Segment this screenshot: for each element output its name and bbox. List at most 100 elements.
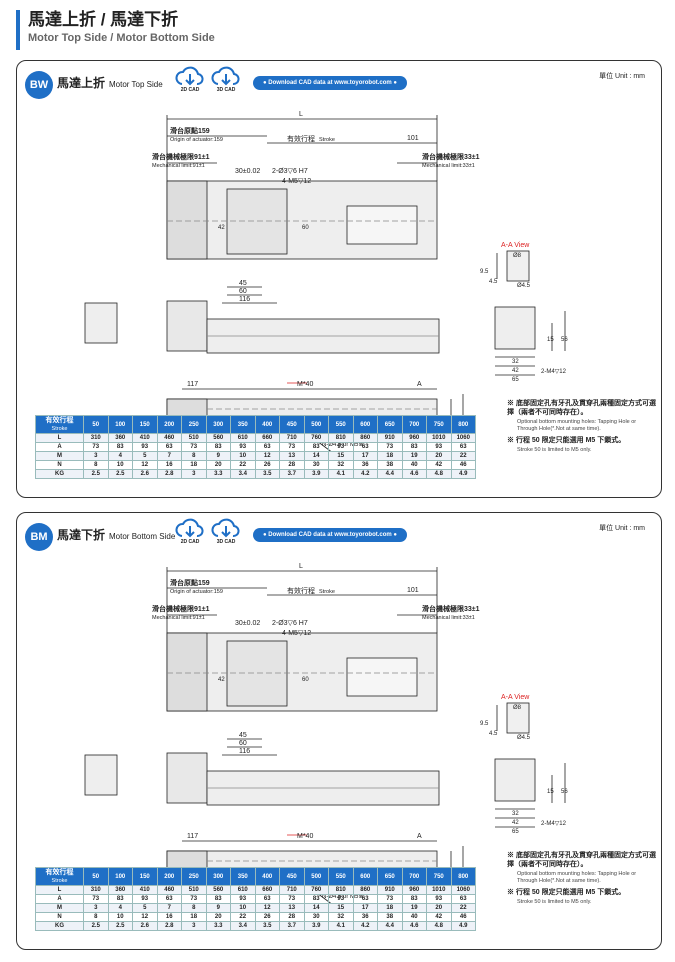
svg-text:Stroke: Stroke xyxy=(319,137,335,143)
svg-text:117: 117 xyxy=(187,833,198,840)
table-cell: 13 xyxy=(279,903,305,913)
table-cell: 63 xyxy=(352,442,378,452)
table-cell: 3.4 xyxy=(230,921,256,931)
table-cell: 83 xyxy=(205,442,231,452)
table-header-cell: 150 xyxy=(132,867,158,886)
table-cell: 42 xyxy=(426,912,452,922)
table-cell: 73 xyxy=(279,894,305,904)
table-cell: 46 xyxy=(450,912,476,922)
table-header-cell: 100 xyxy=(107,415,133,434)
svg-text:60: 60 xyxy=(302,677,309,683)
svg-text:15: 15 xyxy=(547,337,554,343)
svg-text:M*40: M*40 xyxy=(297,833,313,840)
table-cell: 810 xyxy=(328,885,354,895)
table-cell: 2.5 xyxy=(83,469,109,479)
row-label: L xyxy=(35,433,84,443)
table-cell: 8 xyxy=(83,460,109,470)
table-cell: 22 xyxy=(230,460,256,470)
table-cell: 12 xyxy=(254,903,280,913)
table-cell: 9 xyxy=(205,451,231,461)
table-cell: 4.8 xyxy=(426,921,452,931)
svg-text:4-M5▽12: 4-M5▽12 xyxy=(282,630,311,637)
cad-2d-download-icon[interactable]: 2D CAD xyxy=(175,65,205,99)
row-label: A xyxy=(35,894,84,904)
table-cell: 63 xyxy=(450,442,476,452)
table-cell: 83 xyxy=(303,442,329,452)
table-cell: 12 xyxy=(132,460,158,470)
technical-drawing: L 滑台原點159 Origin of actuator:159 有效行程 St… xyxy=(84,111,568,457)
table-header-cell: 650 xyxy=(377,415,403,434)
table-header-cell: 600 xyxy=(352,867,378,886)
table-cell: 12 xyxy=(254,451,280,461)
table-cell: 93 xyxy=(230,894,256,904)
svg-text:Mechanical limit:91±1: Mechanical limit:91±1 xyxy=(152,615,205,621)
svg-text:滑台機械極限91±1: 滑台機械極限91±1 xyxy=(152,152,210,161)
svg-text:Ø8: Ø8 xyxy=(513,705,522,711)
table-cell: 4.1 xyxy=(328,469,354,479)
table-cell: 93 xyxy=(426,442,452,452)
page-title: 馬達上折 / 馬達下折 xyxy=(28,10,179,29)
table-cell: 93 xyxy=(426,894,452,904)
table-cell: 8 xyxy=(181,451,207,461)
table-cell: 460 xyxy=(156,433,182,443)
table-cell: 32 xyxy=(328,912,354,922)
cad-2d-download-icon[interactable]: 2D CAD xyxy=(175,517,205,551)
svg-text:32: 32 xyxy=(512,359,519,365)
table-cell: 93 xyxy=(328,894,354,904)
table-cell: 32 xyxy=(328,460,354,470)
table-cell: 960 xyxy=(401,433,427,443)
download-cad-link[interactable]: ● Download CAD data at www.toyorobot.com… xyxy=(253,76,408,90)
table-cell: 22 xyxy=(230,912,256,922)
table-cell: 93 xyxy=(132,442,158,452)
table-header-cell: 750 xyxy=(426,867,452,886)
cad-3d-download-icon[interactable]: 3D CAD xyxy=(211,65,241,99)
svg-text:滑台原點159: 滑台原點159 xyxy=(170,578,210,587)
svg-text:45: 45 xyxy=(239,280,247,287)
table-cell: 3.9 xyxy=(303,921,329,931)
page-subtitle: Motor Top Side / Motor Bottom Side xyxy=(28,32,215,44)
table-cell: 1060 xyxy=(450,885,476,895)
table-cell: 310 xyxy=(83,885,109,895)
svg-text:65: 65 xyxy=(512,829,519,835)
table-header-cell: 400 xyxy=(254,415,280,434)
download-cad-link[interactable]: ● Download CAD data at www.toyorobot.com… xyxy=(253,528,408,542)
cad-3d-download-icon[interactable]: 3D CAD xyxy=(211,517,241,551)
row-label: N xyxy=(35,460,84,470)
table-cell: 17 xyxy=(352,451,378,461)
table-cell: 2.6 xyxy=(132,469,158,479)
table-cell: 73 xyxy=(83,894,109,904)
row-label: M xyxy=(35,903,84,913)
table-cell: 710 xyxy=(279,433,305,443)
table-cell: 10 xyxy=(107,912,133,922)
table-header-cell: 50 xyxy=(83,867,109,886)
table-cell: 73 xyxy=(83,442,109,452)
table-cell: 760 xyxy=(303,885,329,895)
svg-text:42: 42 xyxy=(512,368,519,374)
table-cell: 1060 xyxy=(450,433,476,443)
svg-text:116: 116 xyxy=(239,296,250,303)
table-cell: 16 xyxy=(156,912,182,922)
svg-text:滑台原點159: 滑台原點159 xyxy=(170,126,210,135)
table-cell: 4.2 xyxy=(352,469,378,479)
table-cell: 22 xyxy=(450,903,476,913)
table-header-cell: 750 xyxy=(426,415,452,434)
table-header-cell: 200 xyxy=(156,415,182,434)
table-cell: 560 xyxy=(205,885,231,895)
table-cell: 4.9 xyxy=(450,921,476,931)
table-cell: 4 xyxy=(107,903,133,913)
table-cell: 3 xyxy=(83,903,109,913)
svg-text:Ø8: Ø8 xyxy=(513,253,522,259)
svg-text:45: 45 xyxy=(239,732,247,739)
table-header-cell: 300 xyxy=(205,415,231,434)
table-cell: 73 xyxy=(181,894,207,904)
table-cell: 63 xyxy=(450,894,476,904)
table-cell: 1010 xyxy=(426,885,452,895)
table-cell: 360 xyxy=(107,885,133,895)
svg-text:60: 60 xyxy=(239,288,247,295)
